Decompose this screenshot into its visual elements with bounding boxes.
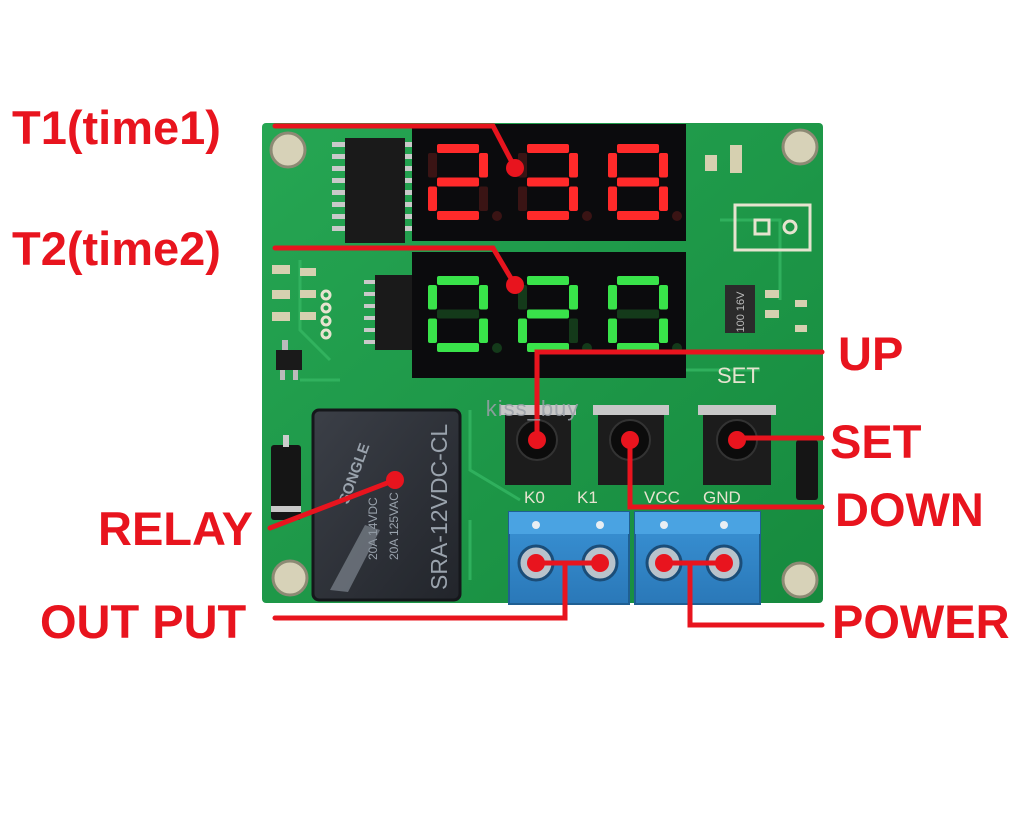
relay-rating-2: 20A 125VAC (387, 492, 401, 560)
terminal-block-output (508, 511, 630, 605)
display-t1-digit-3-segment-f (608, 153, 617, 178)
callout-up-line (534, 349, 825, 443)
display-t2-digit-3-segment-b (659, 285, 668, 310)
label-relay: RELAY (98, 502, 253, 555)
callout-t1-line (272, 123, 518, 171)
display-t2-digit-2-segment-e (518, 318, 527, 343)
callout-dots (386, 159, 746, 572)
svg-text:GND: GND (703, 488, 741, 507)
display-t2-digit-1-segment-a (437, 276, 479, 285)
svg-text:VCC: VCC (644, 488, 680, 507)
display-t1-digit-2-segment-e (518, 186, 527, 211)
label-down: DOWN (835, 483, 984, 536)
electrolytic-capacitor: 100 16V (725, 285, 755, 333)
smd-components (272, 145, 807, 332)
display-t1-digit-3-dot (672, 211, 682, 221)
display-t1-digit-1-segment-d (437, 211, 479, 220)
display-t2-digit-3-segment-c (659, 318, 668, 343)
svg-text:100 16V: 100 16V (735, 291, 747, 333)
diode-left (271, 435, 301, 520)
display-t2-digit-1-segment-f (428, 285, 437, 310)
display-t1-digit-2-segment-c (569, 186, 578, 211)
display-t1-digit-3-segment-b (659, 153, 668, 178)
callout-relay-line (267, 477, 398, 531)
display-t2-digit-2-segment-c (569, 318, 578, 343)
header-pins (320, 289, 332, 340)
display-t2-digit-3-segment-f (608, 285, 617, 310)
display-t2-digit-3-segment-g (617, 309, 659, 319)
display-t2-digit-3-segment-a (617, 276, 659, 285)
terminal-block-power (634, 511, 761, 605)
svg-text:K1: K1 (577, 488, 598, 507)
label-set: SET (830, 415, 922, 468)
display-t2-digit-1-segment-c (479, 318, 488, 343)
svg-text:K0: K0 (524, 488, 545, 507)
label-output: OUT PUT (40, 595, 247, 648)
display-t1-digit-1-segment-e (428, 186, 437, 211)
callout-output-line (272, 560, 603, 621)
label-up: UP (838, 327, 904, 380)
callout-t2-line (272, 245, 518, 288)
display-t1-digit-3-segment-g (617, 177, 659, 187)
display-t1 (412, 124, 686, 241)
display-t2-digit-1-dot (492, 343, 502, 353)
display-t1-digit-1-segment-c (479, 186, 488, 211)
set-silkscreen: SET (717, 363, 760, 388)
display-t1-digit-2-dot (582, 211, 592, 221)
display-t2-digit-2-segment-b (569, 285, 578, 310)
callout-down-line (627, 437, 825, 510)
label-t2: T2(time2) (12, 222, 221, 275)
pcb-traces (298, 218, 782, 580)
display-t2-digit-3-segment-e (608, 318, 617, 343)
mounting-holes (269, 128, 819, 599)
display-t1-digit-1-segment-g (437, 177, 479, 187)
display-t2-digit-1-segment-g (437, 309, 479, 319)
display-t1-digit-3-segment-a (617, 144, 659, 153)
display-t1-digit-3-segment-d (617, 211, 659, 220)
display-t1-digit-1-dot (492, 211, 502, 221)
shift-register-chip (332, 138, 418, 243)
display-t1-digit-2-segment-g (527, 177, 569, 187)
display-t1-digit-2-segment-a (527, 144, 569, 153)
label-power: POWER (832, 595, 1010, 648)
label-t1: T1(time1) (12, 101, 221, 154)
callout-lines (267, 123, 825, 628)
terminal-silkscreen: K0 K1 VCC GND (524, 488, 741, 507)
display-t2-digit-2-segment-a (527, 276, 569, 285)
transistor (276, 340, 302, 380)
sensor-connector (733, 203, 812, 252)
display-t2 (412, 252, 686, 378)
display-t2-digit-1-segment-e (428, 318, 437, 343)
callout-power-line (661, 560, 825, 628)
display-t1-digit-1-segment-a (437, 144, 479, 153)
relay-model-text: SRA-12VDC-CL (426, 424, 452, 590)
diode-right (796, 440, 818, 500)
display-t1-digit-2-segment-b (569, 153, 578, 178)
display-t2-digit-2-segment-g (527, 309, 569, 319)
display-t2-digit-1-segment-b (479, 285, 488, 310)
relay: SRA-12VDC-CL SONGLE 20A 14VDC 20A 125VAC (311, 408, 462, 602)
display-t2-digit-1-segment-d (437, 343, 479, 352)
display-t1-digit-1-segment-b (479, 153, 488, 178)
display-t1-digit-3-segment-e (608, 186, 617, 211)
display-t1-digit-1-segment-f (428, 153, 437, 178)
display-t1-digit-2-segment-d (527, 211, 569, 220)
display-t1-digit-3-segment-c (659, 186, 668, 211)
watermark: kiss_buy (485, 396, 580, 421)
